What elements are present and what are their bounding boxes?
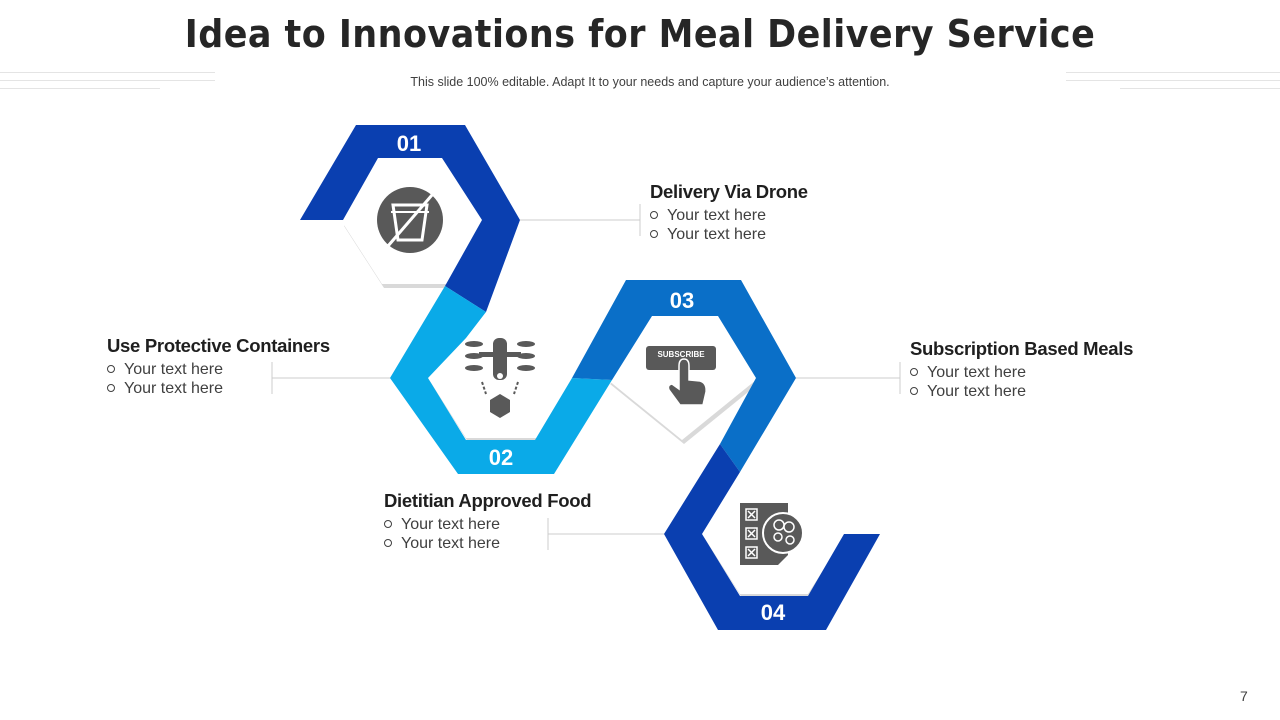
bullet-list: Your text here Your text here [107, 360, 330, 398]
decor-line [0, 88, 160, 89]
bullet-list: Your text here Your text here [650, 206, 808, 244]
bullet-item: Your text here [650, 225, 808, 244]
step-heading: Dietitian Approved Food [384, 490, 592, 511]
slide-subtitle: This slide 100% editable. Adapt It to yo… [410, 75, 890, 89]
bullet-text: Your text here [124, 380, 224, 397]
bullet-text: Your text here [667, 207, 767, 224]
step-02-text: Dietitian Approved Food Your text here Y… [384, 490, 592, 553]
bullet-text: Your text here [401, 535, 501, 552]
bullet-icon [910, 368, 918, 376]
bullet-item: Your text here [384, 515, 591, 534]
bullet-list: Your text here Your text here [384, 515, 591, 553]
food-checklist-icon [740, 503, 804, 565]
step-number-03: 03 [670, 288, 694, 313]
decor-line [1120, 88, 1280, 89]
step-number-01: 01 [397, 131, 421, 156]
bullet-item: Your text here [107, 360, 330, 379]
bullet-item: Your text here [910, 382, 1133, 401]
bullet-list: Your text here Your text here [910, 363, 1133, 401]
step-number-04: 04 [761, 600, 786, 625]
bullet-item: Your text here [650, 206, 808, 225]
step-heading: Use Protective Containers [107, 335, 330, 356]
bullet-text: Your text here [927, 364, 1027, 381]
bullet-item: Your text here [107, 379, 330, 398]
connector-lines [271, 204, 901, 550]
bullet-item: Your text here [384, 534, 591, 553]
bullet-icon [384, 520, 392, 528]
slide-title: Idea to Innovations for Meal Delivery Se… [184, 12, 1096, 56]
step-01-text: Delivery Via Drone Your text here Your t… [650, 181, 808, 244]
blue-band [300, 125, 880, 630]
bullet-icon [107, 384, 115, 392]
no-cup-icon [377, 187, 443, 253]
step-03-text: Subscription Based Meals Your text here … [910, 338, 1133, 401]
step-number-02: 02 [489, 445, 513, 470]
step-heading: Delivery Via Drone [650, 181, 808, 202]
decor-line [0, 80, 215, 81]
bullet-icon [910, 387, 918, 395]
decor-line [1066, 72, 1280, 73]
bullet-item: Your text here [910, 363, 1133, 382]
page-number: 7 [1240, 688, 1248, 704]
subscribe-icon: SUBSCRIBE [646, 346, 716, 406]
bullet-icon [384, 539, 392, 547]
bullet-text: Your text here [401, 516, 501, 533]
decor-line [0, 72, 215, 73]
bullet-icon [650, 211, 658, 219]
subscribe-icon-label: SUBSCRIBE [657, 350, 705, 359]
bullet-icon [650, 230, 658, 238]
decor-line [1066, 80, 1280, 81]
bullet-text: Your text here [124, 361, 224, 378]
bullet-text: Your text here [927, 383, 1027, 400]
step-04-text: Use Protective Containers Your text here… [107, 335, 330, 398]
step-heading: Subscription Based Meals [910, 338, 1134, 359]
bullet-text: Your text here [667, 226, 767, 243]
bullet-icon [107, 365, 115, 373]
drone-icon [465, 338, 535, 418]
